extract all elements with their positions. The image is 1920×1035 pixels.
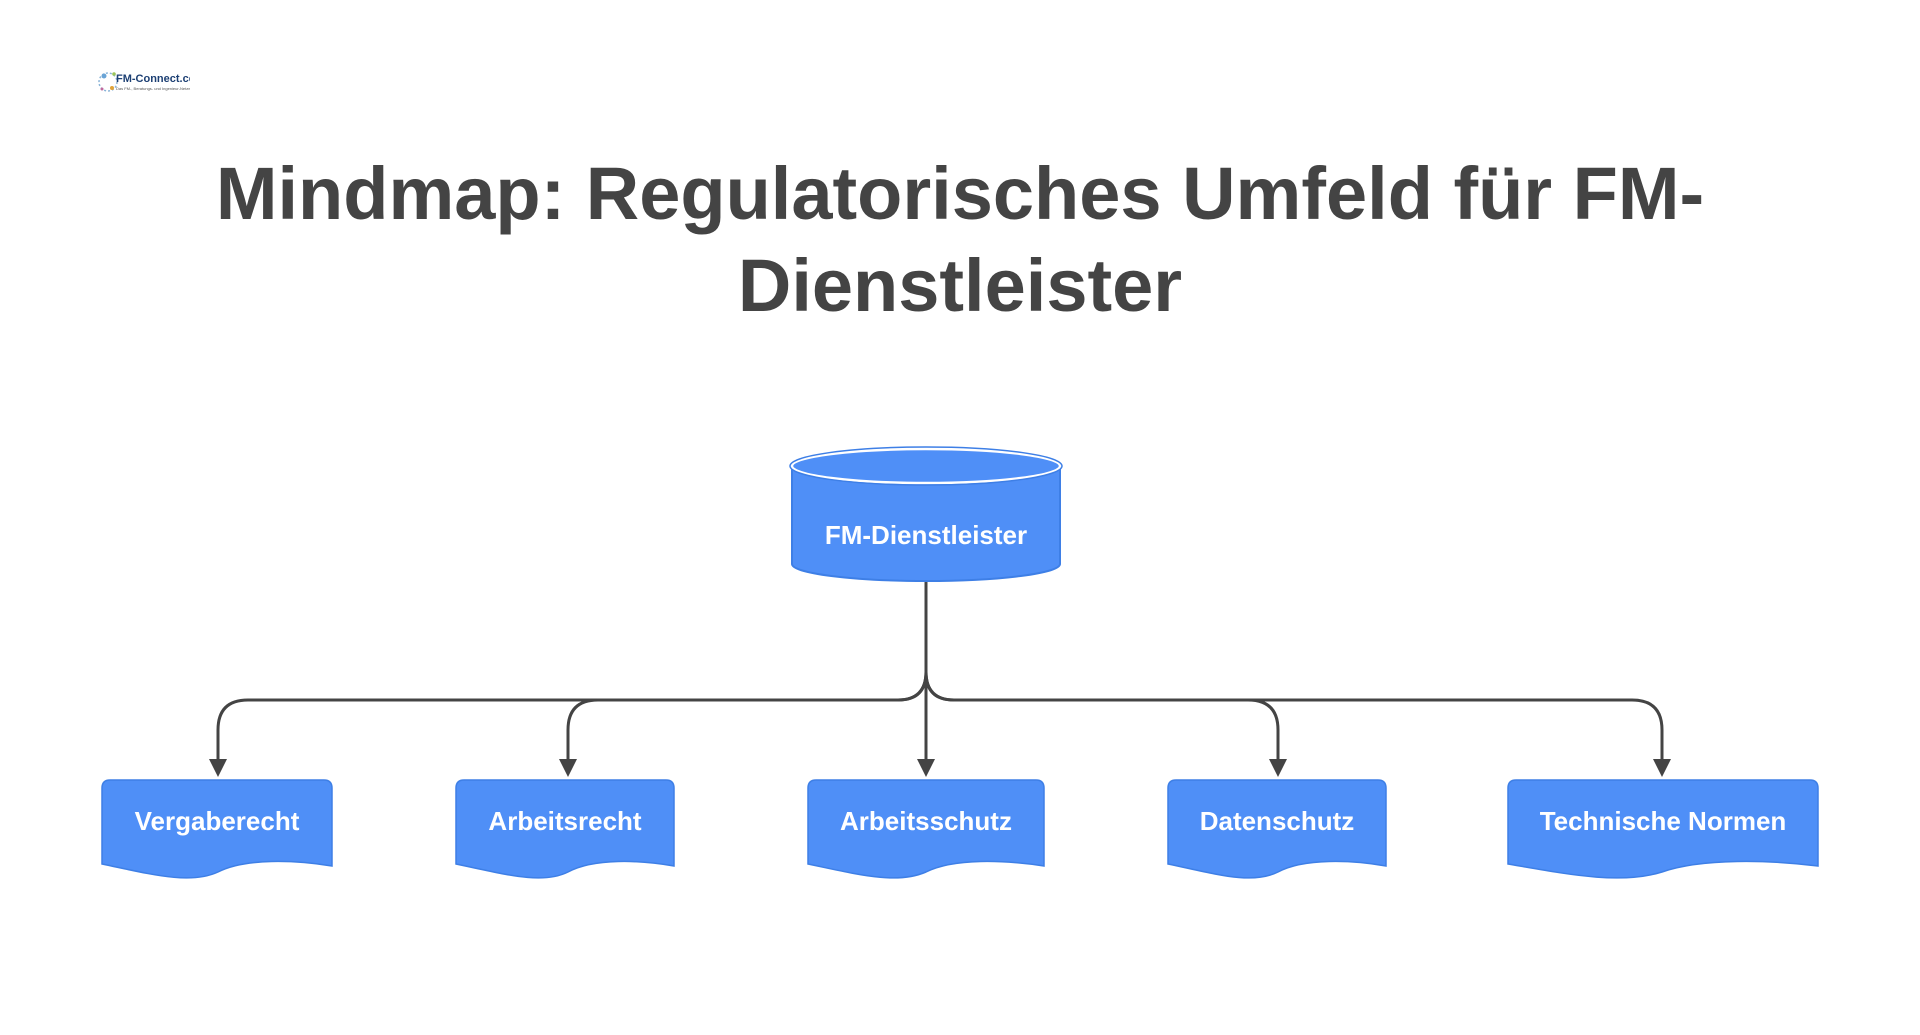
title-line-2: Dienstleister bbox=[737, 244, 1183, 327]
document-shape bbox=[807, 779, 1045, 879]
child-node-label: Arbeitsschutz bbox=[840, 806, 1012, 836]
root-node[interactable]: FM-Dienstleister bbox=[789, 446, 1063, 582]
child-node-label: Arbeitsrecht bbox=[488, 806, 641, 836]
connector-technische-normen bbox=[924, 670, 1671, 777]
child-node-datenschutz[interactable]: Datenschutz bbox=[1167, 779, 1387, 879]
child-node-vergaberecht[interactable]: Vergaberecht bbox=[101, 779, 333, 879]
page-title: Mindmap: Regulatorisches Umfeld für FM- … bbox=[0, 148, 1920, 332]
title-line-1: Mindmap: Regulatorisches Umfeld für FM- bbox=[215, 152, 1705, 235]
child-node-label: Technische Normen bbox=[1540, 806, 1787, 836]
child-node-arbeitsrecht[interactable]: Arbeitsrecht bbox=[455, 779, 675, 879]
child-node-label: Datenschutz bbox=[1200, 806, 1355, 836]
document-shape bbox=[101, 779, 333, 879]
connectors bbox=[209, 580, 1671, 777]
connector-vergaberecht bbox=[209, 670, 928, 777]
root-node-cylinder-body bbox=[791, 465, 1061, 582]
child-node-arbeitsschutz[interactable]: Arbeitsschutz bbox=[807, 779, 1045, 879]
logo-mark-icon bbox=[98, 72, 118, 92]
connector-arbeitsrecht bbox=[559, 670, 928, 777]
root-node-label: FM-Dienstleister bbox=[825, 520, 1027, 550]
logo-brand-text: FM-Connect.com bbox=[116, 73, 190, 85]
child-node-label: Vergaberecht bbox=[135, 806, 300, 836]
child-node-technische-normen[interactable]: Technische Normen bbox=[1507, 779, 1819, 879]
document-shape bbox=[1167, 779, 1387, 879]
document-shape bbox=[455, 779, 675, 879]
logo-tagline-text: Das FM-, Beratungs- und Ingenieur-Netzwe… bbox=[116, 86, 190, 91]
root-node-cylinder-top bbox=[790, 447, 1062, 485]
fm-connect-logo: FM-Connect.com Das FM-, Beratungs- und I… bbox=[98, 72, 190, 92]
document-shape bbox=[1507, 779, 1819, 879]
connector-datenschutz bbox=[924, 670, 1287, 777]
